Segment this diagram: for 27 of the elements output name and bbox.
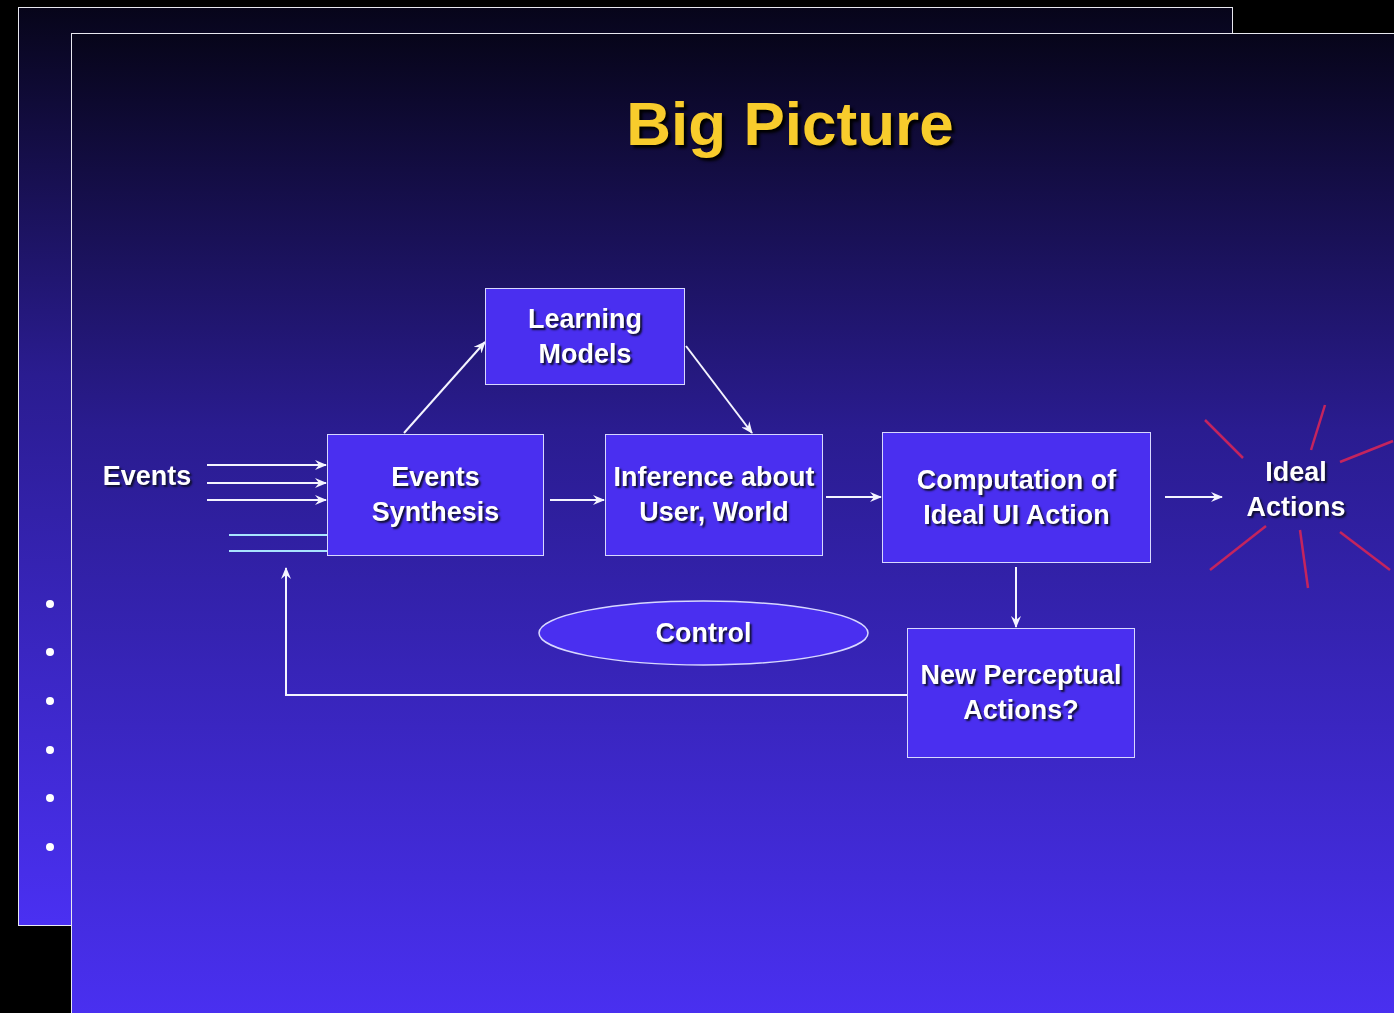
arrow <box>685 345 753 434</box>
box-label: Events Synthesis <box>370 461 501 529</box>
arrow <box>549 495 605 505</box>
slide-title: Big Picture <box>625 88 955 159</box>
process-box <box>907 628 1135 758</box>
process-box <box>327 434 544 556</box>
box-label: Control <box>655 616 752 650</box>
process-box <box>882 432 1151 563</box>
process-box <box>485 288 685 385</box>
connector-line <box>228 534 328 536</box>
arrow <box>206 478 327 488</box>
arrow <box>206 495 327 505</box>
box-label: Inference about User, World <box>612 461 816 529</box>
arrow <box>1164 492 1223 502</box>
box-label: New Perceptual Actions? <box>919 659 1123 727</box>
box-label: Learning Models <box>527 302 643 371</box>
arrow <box>825 492 882 502</box>
arrow <box>403 341 486 434</box>
input-label: Events <box>102 459 192 493</box>
box-label: Computation of Ideal UI Action <box>915 463 1118 532</box>
arrow <box>281 567 908 696</box>
process-box <box>605 434 823 556</box>
arrow <box>206 460 327 470</box>
arrow <box>1011 566 1021 628</box>
control-ellipse <box>538 600 869 666</box>
connector-line <box>228 550 328 552</box>
output-label: Ideal Actions <box>1245 456 1347 524</box>
